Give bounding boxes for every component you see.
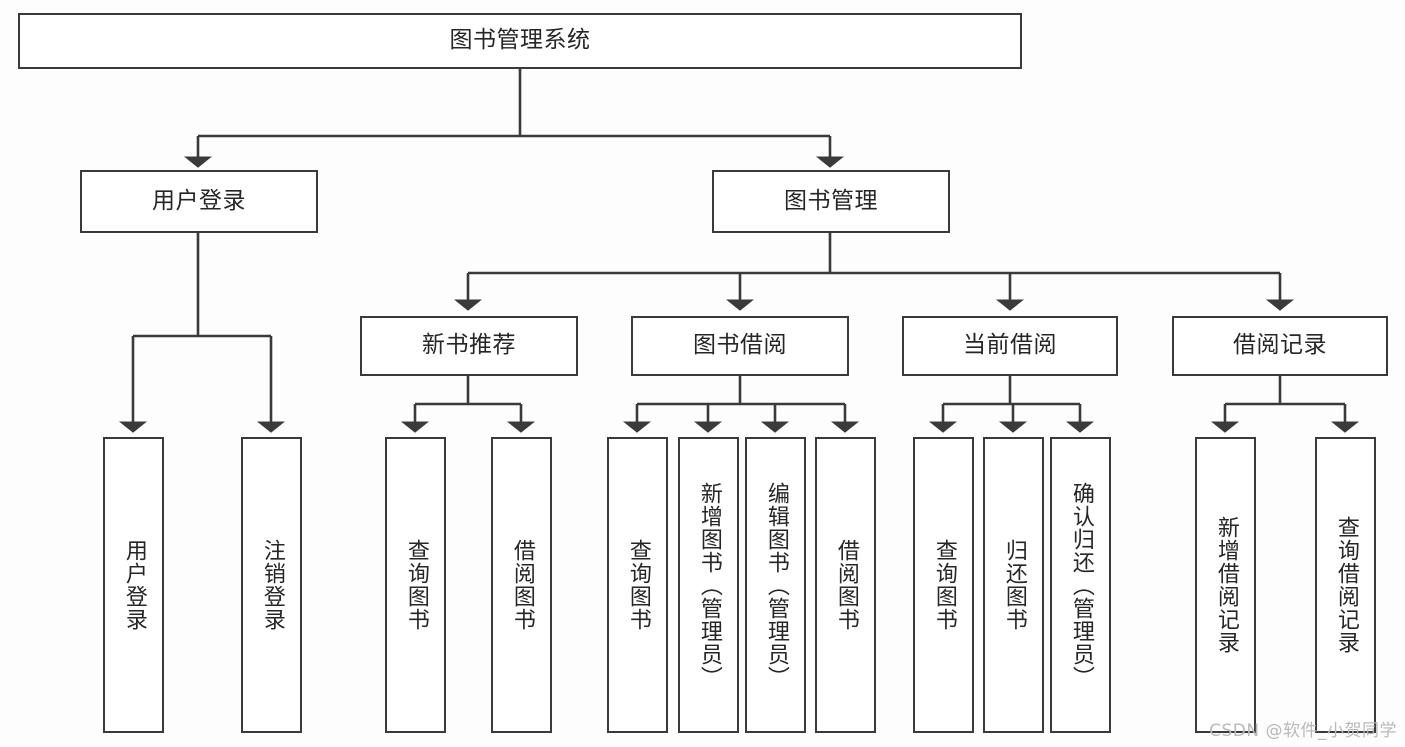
- csdn-watermark: CSDN @软件_小贺同学: [1209, 721, 1397, 741]
- leaf-query-book-borrow[interactable]: 查询图书: [607, 437, 668, 733]
- leaf-user-login[interactable]: 用户登录: [103, 437, 164, 733]
- node-label: 用户登录: [121, 539, 147, 631]
- node-label: 图书借阅: [693, 332, 787, 359]
- leaf-borrow-book[interactable]: 借阅图书: [815, 437, 876, 733]
- node-label: 新增图书（管理员）: [696, 481, 722, 689]
- leaf-borrow-book-recommend[interactable]: 借阅图书: [491, 437, 552, 733]
- node-label: 编辑图书（管理员）: [763, 481, 789, 689]
- leaf-query-book-current[interactable]: 查询图书: [913, 437, 974, 733]
- node-label: 注销登录: [259, 539, 285, 631]
- node-label: 借阅记录: [1233, 332, 1327, 359]
- node-label: 归还图书: [1001, 539, 1027, 631]
- leaf-edit-book-admin[interactable]: 编辑图书（管理员）: [745, 437, 806, 733]
- node-label: 新增借阅记录: [1213, 516, 1239, 654]
- leaf-add-book-admin[interactable]: 新增图书（管理员）: [678, 437, 739, 733]
- node-book-management[interactable]: 图书管理: [712, 170, 950, 233]
- node-label: 用户登录: [152, 187, 246, 214]
- node-label: 图书管理系统: [449, 27, 591, 54]
- leaf-query-book-recommend[interactable]: 查询图书: [385, 437, 446, 733]
- node-borrow-record[interactable]: 借阅记录: [1172, 316, 1388, 376]
- node-label: 新书推荐: [422, 332, 516, 359]
- node-label: 借阅图书: [509, 539, 535, 631]
- node-book-borrow[interactable]: 图书借阅: [631, 316, 849, 376]
- node-label: 确认归还（管理员）: [1068, 481, 1094, 689]
- node-label: 借阅图书: [833, 539, 859, 631]
- node-user-login[interactable]: 用户登录: [80, 170, 318, 233]
- leaf-logout[interactable]: 注销登录: [241, 437, 302, 733]
- node-label: 图书管理: [784, 187, 878, 214]
- node-label: 查询图书: [625, 539, 651, 631]
- node-label: 查询图书: [403, 539, 429, 631]
- node-label: 查询借阅记录: [1333, 516, 1359, 654]
- leaf-return-book[interactable]: 归还图书: [983, 437, 1044, 733]
- node-label: 当前借阅: [963, 332, 1057, 359]
- leaf-query-borrow-record[interactable]: 查询借阅记录: [1315, 437, 1376, 733]
- leaf-add-borrow-record[interactable]: 新增借阅记录: [1195, 437, 1256, 733]
- leaf-confirm-return-admin[interactable]: 确认归还（管理员）: [1050, 437, 1111, 733]
- node-label: 查询图书: [931, 539, 957, 631]
- node-new-book-recommend[interactable]: 新书推荐: [360, 316, 578, 376]
- node-current-borrow[interactable]: 当前借阅: [902, 316, 1118, 376]
- node-root-system[interactable]: 图书管理系统: [18, 13, 1022, 69]
